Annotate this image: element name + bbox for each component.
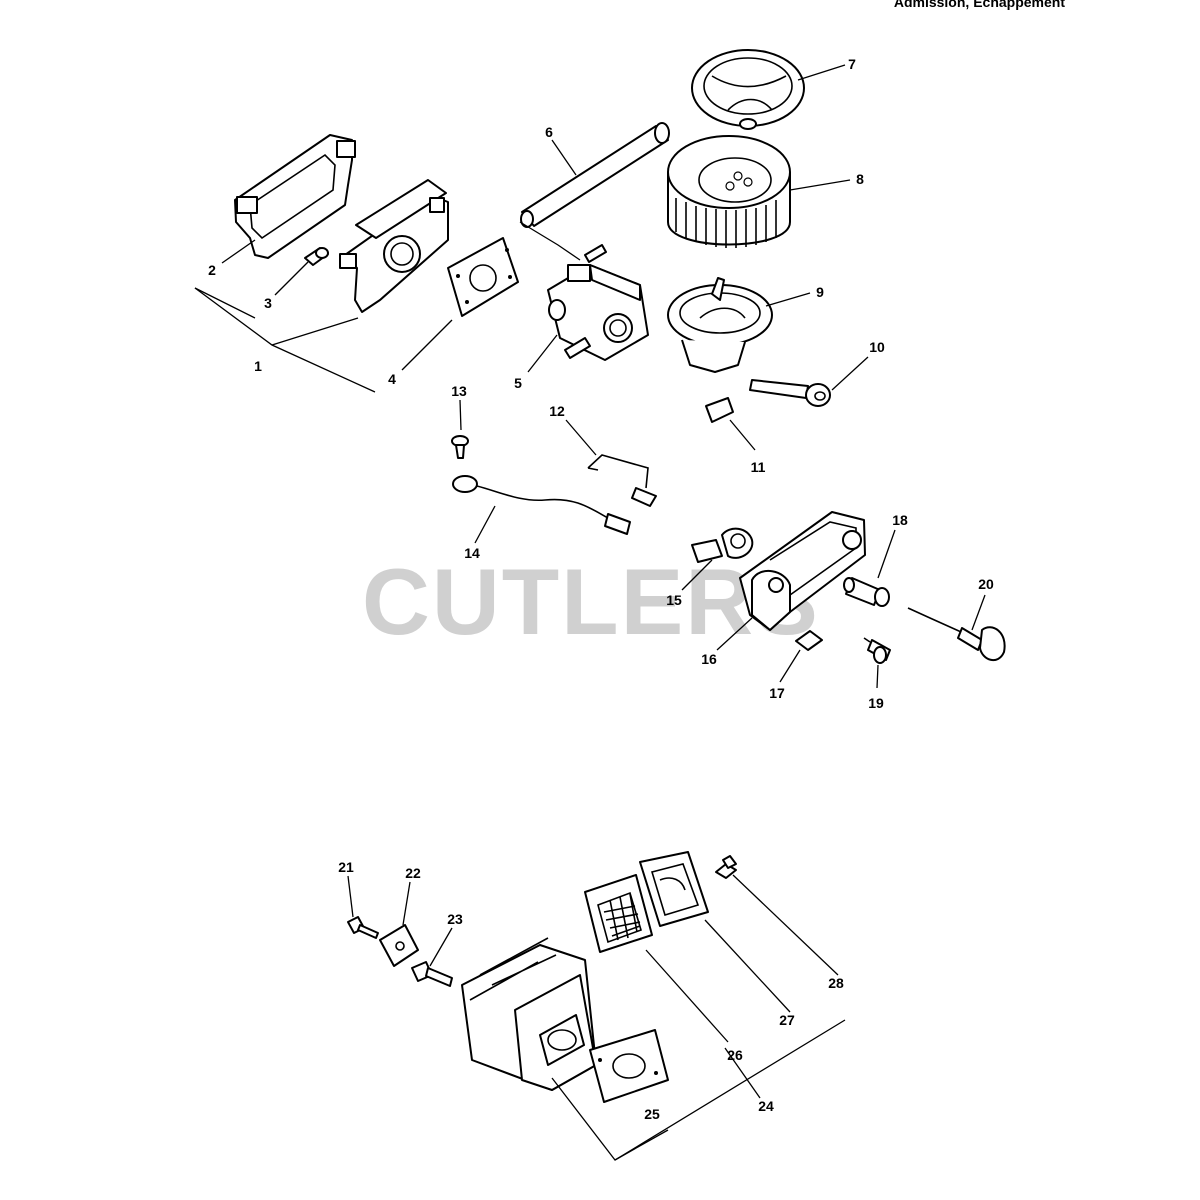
- callout-20: 20: [978, 576, 994, 592]
- callout-28: 28: [828, 975, 844, 991]
- part-13-screw[interactable]: [451, 435, 469, 459]
- callout-2: 2: [208, 262, 216, 278]
- callout-19: 19: [868, 695, 884, 711]
- callout-23: 23: [447, 911, 463, 927]
- callout-1: 1: [254, 358, 262, 374]
- part-22-plate[interactable]: [379, 924, 419, 967]
- part-5-carburetor[interactable]: [547, 244, 649, 361]
- leader-lines: [194, 64, 986, 1161]
- part-26-screen[interactable]: [584, 874, 653, 953]
- watermark-text: CUTLERS: [362, 549, 820, 654]
- part-7-filter-cover[interactable]: [691, 49, 805, 130]
- part-17-pad[interactable]: [795, 630, 823, 651]
- callout-10: 10: [869, 339, 885, 355]
- part-23-bolt[interactable]: [411, 961, 453, 987]
- callout-7: 7: [848, 56, 856, 72]
- part-21-screw[interactable]: [347, 916, 379, 939]
- callout-labels: 1 2 3 4 5 6 7 8 9 10 11 12 13 14 15 16 1…: [208, 56, 994, 1122]
- callout-17: 17: [769, 685, 785, 701]
- callout-13: 13: [451, 383, 467, 399]
- part-9-filter-base[interactable]: [667, 277, 773, 373]
- callout-3: 3: [264, 295, 272, 311]
- part-4-gasket[interactable]: [447, 237, 519, 317]
- page-title: Admission, Echappement: [893, 0, 1065, 10]
- callout-21: 21: [338, 859, 354, 875]
- part-15-bracket[interactable]: [691, 527, 754, 563]
- callout-11: 11: [751, 459, 766, 475]
- callout-15: 15: [666, 592, 682, 608]
- part-14-cable[interactable]: [452, 475, 631, 535]
- callout-26: 26: [727, 1047, 743, 1063]
- callout-9: 9: [816, 284, 824, 300]
- part-18-sleeve[interactable]: [843, 577, 890, 607]
- callout-14: 14: [464, 545, 480, 561]
- part-10-bolt[interactable]: [749, 379, 831, 407]
- callout-27: 27: [779, 1012, 795, 1028]
- callout-4: 4: [388, 371, 396, 387]
- callout-5: 5: [514, 375, 522, 391]
- callout-25: 25: [644, 1106, 660, 1122]
- part-8-filter-element[interactable]: [667, 135, 791, 248]
- part-12-bracket[interactable]: [587, 454, 657, 507]
- part-6-rod[interactable]: [520, 122, 670, 228]
- callout-16: 16: [701, 651, 717, 667]
- part-3-nipple[interactable]: [304, 247, 329, 266]
- callout-8: 8: [856, 171, 864, 187]
- part-20-choke-rod[interactable]: [907, 607, 1006, 662]
- part-11-block[interactable]: [705, 397, 734, 423]
- part-27-cover-plate[interactable]: [639, 851, 709, 927]
- part-25-gasket[interactable]: [589, 1029, 669, 1103]
- callout-6: 6: [545, 124, 553, 140]
- part-2-flange[interactable]: [234, 134, 356, 259]
- callout-18: 18: [892, 512, 908, 528]
- part-1-adapter[interactable]: [339, 179, 449, 313]
- callout-22: 22: [405, 865, 421, 881]
- part-16-housing[interactable]: [739, 511, 866, 631]
- part-19-valve[interactable]: [863, 637, 891, 664]
- part-28-screw[interactable]: [715, 855, 737, 879]
- part-24-muffler[interactable]: [461, 937, 597, 1091]
- callout-12: 12: [549, 403, 565, 419]
- callout-24: 24: [758, 1098, 774, 1114]
